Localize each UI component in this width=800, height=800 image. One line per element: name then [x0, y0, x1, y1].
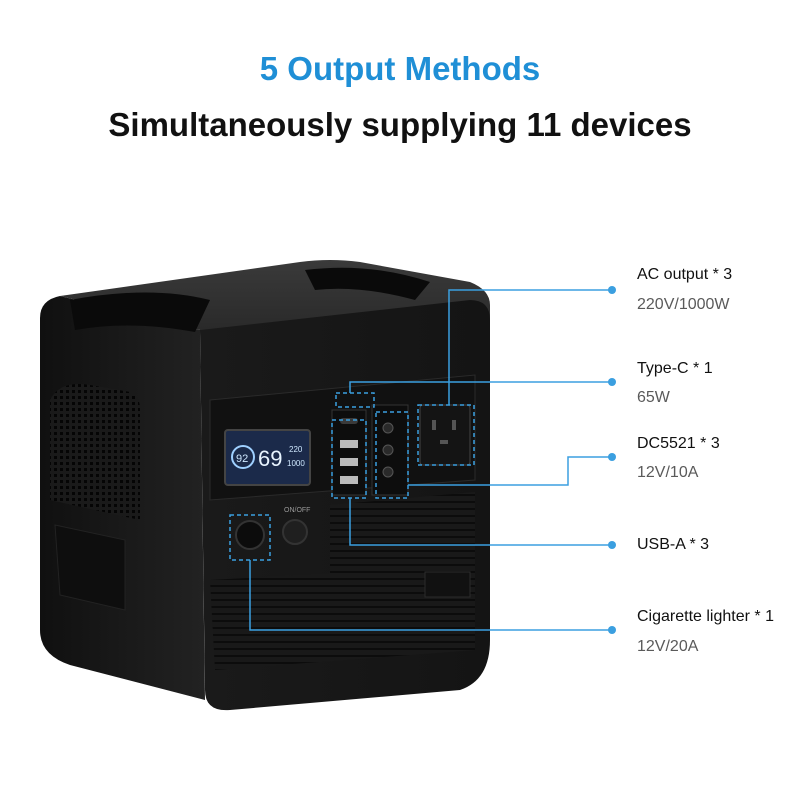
front-slat-upper — [330, 492, 475, 575]
side-vent-grille — [50, 384, 140, 520]
on-off-button — [282, 519, 308, 545]
leader-dot-ac — [608, 286, 616, 294]
display-right-bottom: 1000 — [287, 459, 305, 468]
spec-dc-value: 12V/10A — [637, 464, 699, 481]
dc5521-port-1 — [382, 422, 394, 434]
headline: 5 Output Methods — [259, 50, 541, 87]
usb-a-port-3 — [340, 476, 358, 484]
spec-dc-title: DC5521 * 3 — [637, 435, 720, 452]
highlight-dc — [375, 411, 409, 499]
spec-usb-a-title: USB-A * 3 — [637, 536, 710, 553]
highlight-ac — [417, 404, 475, 466]
highlight-usb-c — [335, 392, 375, 408]
spec-cigarette-value: 12V/20A — [637, 638, 699, 655]
display-main-reading: 69 — [258, 446, 282, 471]
highlight-usb-a — [331, 419, 367, 499]
subheadline: Simultaneously supplying 11 devices — [108, 106, 692, 143]
display-battery-ring — [231, 445, 255, 469]
leader-dot-usb-a — [608, 541, 616, 549]
leader-dc — [408, 456, 612, 486]
spec-ac-value: 220V/1000W — [637, 296, 730, 313]
ac-socket-slot-2 — [452, 420, 456, 430]
handle-right — [305, 267, 430, 300]
leader-dot-dc — [608, 453, 616, 461]
front-slat-lower — [210, 565, 475, 670]
front-label-plate — [424, 571, 471, 598]
type-c-port — [340, 418, 358, 424]
leader-usb-a — [349, 498, 612, 546]
spec-ac-title: AC output * 3 — [637, 266, 733, 283]
handle-left — [70, 292, 210, 332]
side-panel-recess — [54, 524, 126, 611]
usb-a-port-2 — [340, 458, 358, 466]
leader-type-c — [349, 381, 612, 393]
lcd-display — [224, 429, 311, 486]
spec-type-c-title: Type-C * 1 — [637, 360, 713, 377]
display-left-reading: 92 — [236, 453, 248, 465]
spec-cigarette-title: Cigarette lighter * 1 — [637, 608, 774, 625]
dc5521-port-2 — [382, 444, 394, 456]
dc5521-port-3 — [382, 466, 394, 478]
ac-outlet — [419, 404, 471, 466]
leader-cigarette — [249, 560, 612, 631]
leader-ac — [448, 289, 612, 405]
display-right-top: 220 — [289, 445, 303, 454]
usb-a-port-1 — [340, 440, 358, 448]
ac-socket-slot-1 — [432, 420, 436, 430]
spec-type-c-value: 65W — [637, 389, 670, 406]
leader-dot-cigarette — [608, 626, 616, 634]
cigarette-lighter-socket — [235, 520, 265, 550]
leader-dot-type-c — [608, 378, 616, 386]
on-off-label: ON/OFF — [284, 507, 310, 514]
ac-socket-slot-3 — [440, 440, 448, 444]
